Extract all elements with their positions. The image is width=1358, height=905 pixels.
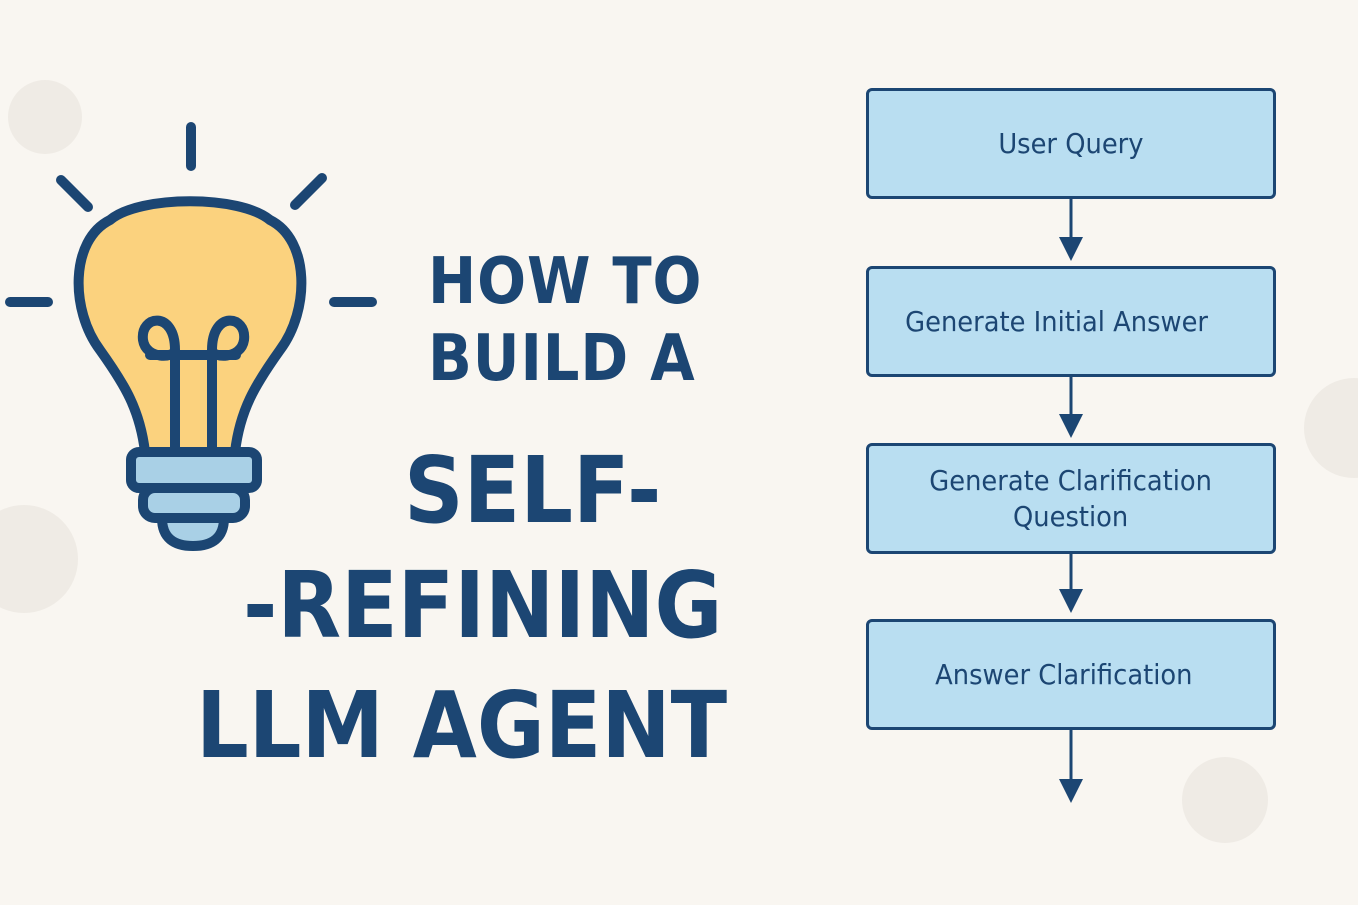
flow-step-label: User Query [998,126,1144,160]
title-line-build-a: BUILD A [428,322,696,396]
flow-step-label: Answer Clarification [935,657,1193,691]
title-line-self: SELF- [404,437,662,544]
bulb-base-tip [157,513,229,551]
title-line-llm-agent: LLM AGENT [196,672,728,779]
flow-step-generate-clarification-question: Generate Clarification Question [866,443,1276,554]
bg-circle-top-left [8,80,82,154]
light-bulb-icon [5,122,377,551]
bulb-rays [5,122,377,307]
flow-step-generate-initial-answer: Generate Initial Answer [866,266,1276,377]
flow-step-label: Generate Initial Answer [905,304,1209,338]
flow-step-label: Generate Clarification Question [929,463,1213,533]
title-line-how-to: HOW TO [428,245,703,319]
flow-step-user-query: User Query [866,88,1276,199]
bg-circle-bottom-right [1182,757,1268,843]
bulb-glass [73,196,307,457]
title-line-refining: -REFINING [243,552,723,659]
bulb-filament [137,315,250,455]
flow-step-answer-clarification: Answer Clarification [866,619,1276,730]
